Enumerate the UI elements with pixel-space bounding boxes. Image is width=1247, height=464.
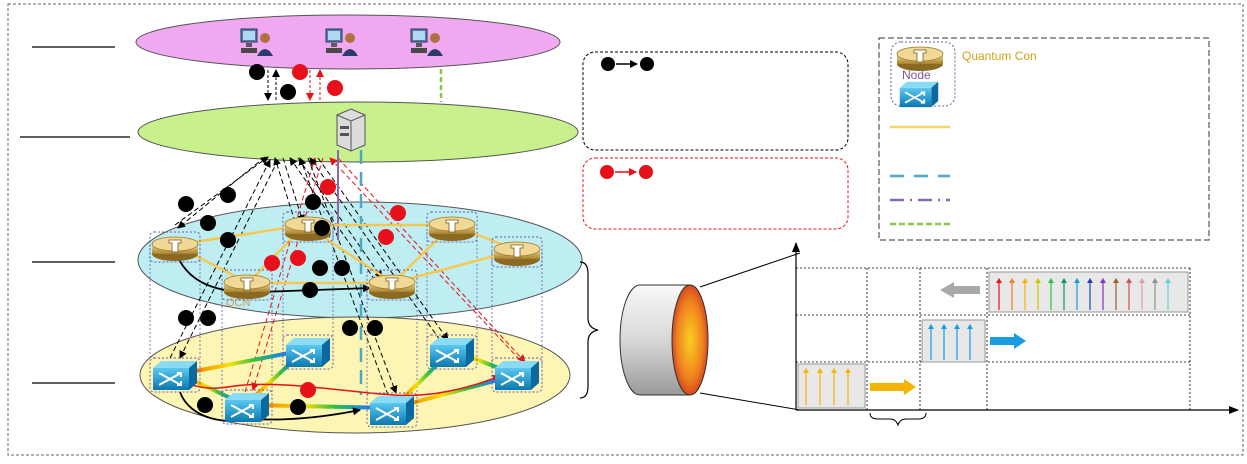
blue-arrow — [990, 333, 1026, 349]
optical-switch-icon — [898, 80, 940, 108]
optical-switch-icon — [369, 395, 415, 426]
wavelength-arrowhead — [1061, 278, 1067, 283]
wavelength-arrowhead — [1009, 278, 1015, 283]
link-legend-box: Node Quantum Con — [878, 37, 1210, 241]
qkd-node-icon — [493, 241, 541, 267]
optical-quantum-path — [179, 374, 501, 397]
wavelength-arrowhead — [1113, 278, 1119, 283]
wavelength-arrowhead — [1139, 278, 1145, 283]
node-word-label: Node — [902, 68, 931, 82]
app-control-links — [264, 69, 443, 102]
classical-key-legend-box — [582, 51, 849, 151]
wavelength-arrowhead — [1035, 278, 1041, 283]
optical-switch-icon — [285, 337, 331, 368]
wavelength-arrowhead — [1048, 278, 1054, 283]
quantum-key-legend-box — [582, 157, 849, 230]
gray-arrow — [940, 282, 980, 298]
time-slot-brace — [869, 412, 927, 427]
fiber-cylinder-icon — [619, 252, 801, 411]
qkd-node-icon — [368, 274, 416, 300]
qkd-node-icon — [151, 236, 199, 262]
layer-brace — [579, 261, 599, 399]
wavelength-arrowhead — [1100, 278, 1106, 283]
optical-switch-icon — [429, 337, 475, 368]
qkd-node-icon — [223, 274, 271, 300]
wavelength-arrowhead — [1087, 278, 1093, 283]
orange-arrow — [870, 379, 916, 395]
wavelength-arrowhead — [1074, 278, 1080, 283]
qkd-node-icon — [428, 216, 476, 242]
wavelength-arrowhead — [1165, 278, 1171, 283]
optical-switch-icon — [494, 360, 540, 391]
controller-server-icon — [336, 108, 366, 152]
optical-switch-icon — [224, 392, 270, 423]
wavelength-arrowhead — [1152, 278, 1158, 283]
quantum-label: Quantum Con — [962, 49, 1037, 63]
key-dots — [178, 64, 406, 415]
wavelength-arrowhead — [996, 278, 1002, 283]
wavelength-arrowhead — [1126, 278, 1132, 283]
optical-switches — [149, 334, 543, 428]
layer-label-lines — [20, 46, 130, 384]
qkd-nodes — [149, 211, 543, 301]
time-frequency-grid — [792, 242, 1239, 427]
wavelength-arrowhead — [1022, 278, 1028, 283]
optical-switch-icon — [152, 360, 198, 391]
outer-frame — [7, 3, 1244, 456]
